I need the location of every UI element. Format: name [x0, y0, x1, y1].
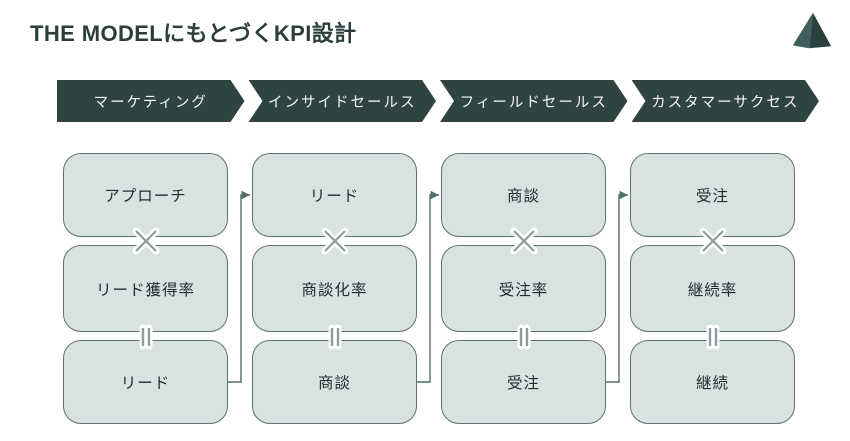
- equals-icon: [699, 323, 727, 351]
- kpi-box: 商談: [441, 153, 606, 237]
- kpi-box: 受注: [441, 340, 606, 424]
- kpi-box: 受注率: [441, 245, 606, 332]
- equals-icon: [132, 323, 160, 351]
- stage-arrow-customer-success: カスタマーサクセス: [632, 80, 820, 122]
- kpi-label: 商談: [506, 188, 540, 205]
- pyramid-logo-icon: [792, 12, 832, 49]
- multiply-icon: [696, 224, 730, 258]
- kpi-label: 受注率: [498, 281, 549, 299]
- stage-header-row: マーケティング インサイドセールス フィールドセールス カスタマーサクセス: [57, 80, 819, 122]
- stage-arrow-inside-sales: インサイドセールス: [249, 80, 437, 122]
- kpi-label: アプローチ: [104, 188, 187, 205]
- stage-label: マーケティング: [93, 94, 208, 111]
- equals-icon: [510, 323, 538, 351]
- kpi-box: 商談: [252, 340, 417, 424]
- kpi-label: 受注: [695, 188, 729, 205]
- stage-label: カスタマーサクセス: [651, 94, 800, 111]
- kpi-column-field-sales: 商談 受注率 受注: [441, 153, 606, 425]
- connector-arrow: [417, 190, 439, 383]
- kpi-label: 受注: [506, 375, 540, 392]
- kpi-label: 商談: [317, 375, 351, 392]
- kpi-box: アプローチ: [63, 153, 228, 237]
- kpi-box: リード: [63, 340, 228, 424]
- stage-arrow-field-sales: フィールドセールス: [440, 80, 628, 122]
- multiply-icon: [507, 224, 541, 258]
- kpi-box: リード: [252, 153, 417, 237]
- kpi-box: 受注: [630, 153, 795, 237]
- stage-label: フィールドセールス: [459, 94, 608, 111]
- connector-arrow: [228, 190, 250, 383]
- kpi-box: リード獲得率: [63, 245, 228, 332]
- page-title: THE MODELにもとづくKPI設計: [30, 21, 357, 46]
- stage-label: インサイドセールス: [268, 94, 417, 111]
- kpi-label: リード: [120, 375, 171, 392]
- multiply-icon: [129, 224, 163, 258]
- equals-icon: [321, 323, 349, 351]
- kpi-box: 継続率: [630, 245, 795, 332]
- connector-arrow: [606, 190, 628, 383]
- kpi-column-customer-success: 受注 継続率 継続: [630, 153, 795, 425]
- kpi-label: 継続: [695, 375, 729, 392]
- kpi-box: 継続: [630, 340, 795, 424]
- kpi-column-inside-sales: リード 商談化率 商談: [252, 153, 417, 425]
- kpi-column-marketing: アプローチ リード獲得率 リード: [63, 153, 228, 425]
- kpi-box: 商談化率: [252, 245, 417, 332]
- multiply-icon: [318, 224, 352, 258]
- kpi-label: リード獲得率: [95, 281, 195, 299]
- kpi-label: 継続率: [687, 281, 738, 299]
- kpi-label: リード: [309, 188, 360, 205]
- stage-arrow-marketing: マーケティング: [57, 80, 245, 122]
- kpi-label: 商談化率: [301, 281, 368, 299]
